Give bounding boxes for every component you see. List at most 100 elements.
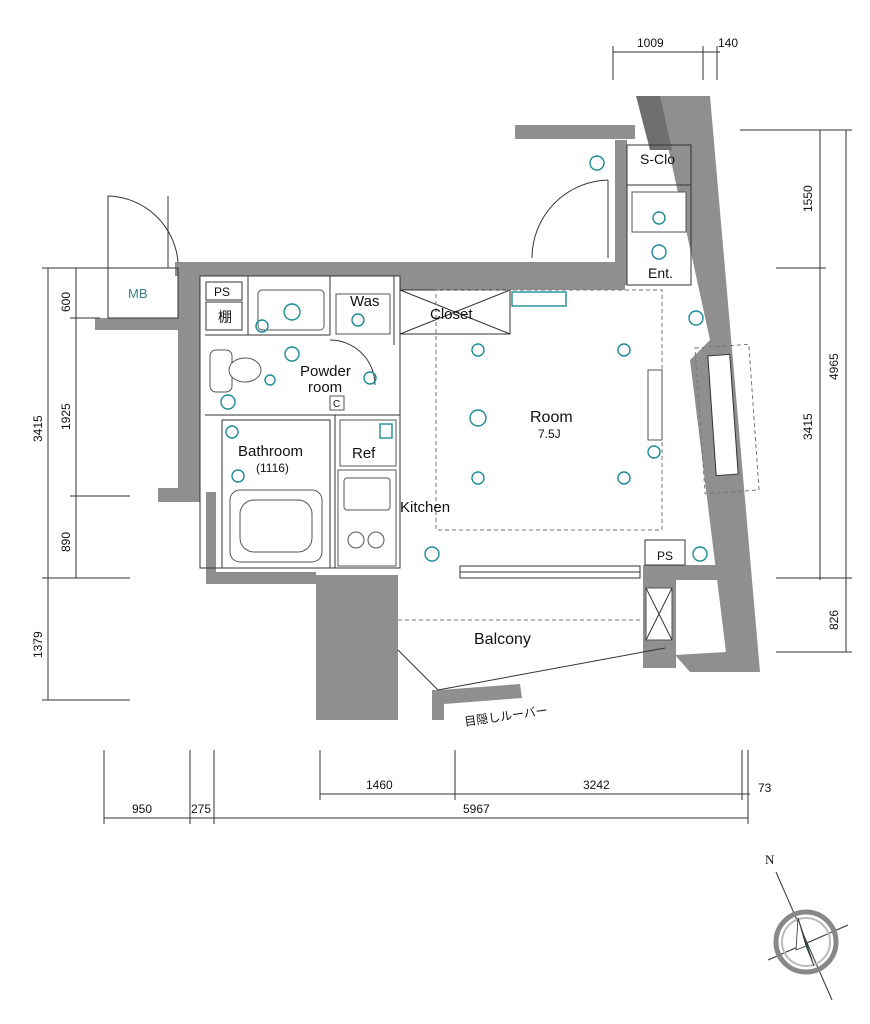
light-icon — [469, 409, 487, 427]
wall-bath-left — [206, 492, 216, 582]
dim-140: 140 — [718, 36, 738, 50]
outlet-icon — [264, 374, 276, 386]
outlet-icon — [255, 319, 269, 333]
closet-x2 — [399, 289, 511, 335]
wall-left — [178, 262, 200, 492]
sclo-label: S-Clo — [640, 151, 675, 167]
bathroom-size-label: (1116) — [256, 461, 289, 475]
light-icon — [652, 211, 666, 225]
powder-room-label-2: room — [308, 379, 342, 396]
fixtures — [209, 191, 687, 641]
kitchen-sink — [343, 477, 391, 511]
dim-3415-left: 3415 — [31, 415, 45, 442]
compass-ring — [773, 909, 839, 975]
ac-indoor — [647, 369, 663, 441]
wall-bottom-left — [316, 575, 398, 720]
entrance-door-swing — [531, 179, 609, 259]
washbasin — [257, 289, 325, 331]
wall-right — [636, 96, 760, 672]
closet-label: Closet — [430, 306, 473, 323]
light-icon — [617, 471, 631, 485]
openings — [459, 343, 760, 579]
powder-room-label-1: Powder — [300, 363, 351, 380]
light-icon — [651, 244, 667, 260]
shelf-label: 棚 — [218, 309, 232, 325]
light-icon — [284, 346, 300, 362]
wall-left-step — [158, 488, 200, 502]
dim-1460: 1460 — [366, 778, 393, 792]
light-icon — [363, 371, 377, 385]
ac-x2 — [645, 587, 673, 641]
basin-drain — [283, 303, 301, 321]
mb-box — [107, 267, 179, 319]
ps-bottom-label: PS — [657, 549, 673, 563]
balcony-edge — [437, 647, 666, 691]
dim-826: 826 — [827, 610, 841, 630]
side-window-bay — [694, 343, 760, 495]
light-icon — [220, 394, 236, 410]
washer-label: Was — [350, 293, 379, 310]
wall-right-top — [636, 96, 672, 150]
electrical: C — [220, 155, 708, 562]
doors — [107, 179, 609, 386]
dim-1379: 1379 — [31, 631, 45, 658]
wall-sclo-left — [615, 140, 627, 285]
compass-ring-inner — [781, 917, 831, 967]
ps-top-label: PS — [214, 285, 230, 299]
stove-burner-1 — [347, 531, 365, 549]
dim-4965: 4965 — [827, 353, 841, 380]
dim-5967: 5967 — [463, 802, 490, 816]
compass: N — [765, 852, 849, 1001]
compass-north-label: N — [765, 852, 775, 867]
dim-950: 950 — [132, 802, 152, 816]
light-icon — [231, 469, 245, 483]
wall-entrance-top — [515, 125, 635, 139]
stove-burner-2 — [367, 531, 385, 549]
wall-bath-bottom — [206, 572, 316, 584]
ps-top-box — [205, 281, 243, 301]
light-icon — [692, 546, 708, 562]
light-icon — [647, 445, 661, 459]
bathroom-label: Bathroom — [238, 443, 303, 460]
light-icon — [225, 425, 239, 439]
shelf-box — [205, 301, 243, 331]
fridge-outlet — [379, 423, 393, 439]
wall-louver-post — [432, 690, 444, 720]
entrance-label: Ent. — [648, 265, 673, 281]
partitions — [107, 144, 692, 569]
room-labels: MB PS 棚 Was Closet S-Clo Ent. Powder roo… — [128, 151, 675, 729]
dim-600: 600 — [59, 292, 73, 312]
tv-outlet-panel — [511, 291, 567, 307]
refrigerator-label: Ref — [352, 445, 376, 462]
balcony-edge-left — [397, 649, 439, 691]
ps-bottom-box — [644, 539, 686, 566]
compass-needle-half — [795, 917, 807, 951]
mb-label: MB — [128, 286, 148, 301]
wall-louver — [440, 684, 522, 704]
dim-1925: 1925 — [59, 403, 73, 430]
kitchen-label: Kitchen — [400, 499, 450, 516]
light-icon — [424, 546, 440, 562]
washer-pan — [335, 293, 391, 335]
light-icon — [688, 310, 704, 326]
powder-door-swing — [329, 339, 376, 386]
louver-label: 目隠しルーバー — [464, 703, 549, 729]
balcony-label: Balcony — [474, 631, 531, 648]
dim-890: 890 — [59, 532, 73, 552]
light-icon — [471, 471, 485, 485]
bathtub-inner — [239, 499, 313, 553]
room-size-label: 7.5J — [538, 427, 561, 441]
side-window — [707, 353, 739, 477]
bathroom-outline — [221, 419, 331, 569]
dimension-lines — [42, 46, 852, 824]
walls — [95, 96, 760, 720]
dim-1009: 1009 — [637, 36, 664, 50]
washer-drain — [351, 313, 365, 327]
mb-door-swing — [107, 195, 179, 268]
ent-outline — [626, 184, 692, 286]
dimension-labels: 1009 140 1550 4965 3415 826 600 1925 341… — [31, 36, 841, 816]
c-box-label: C — [333, 399, 340, 410]
light-icon — [617, 343, 631, 357]
room-label: Room — [530, 409, 573, 426]
